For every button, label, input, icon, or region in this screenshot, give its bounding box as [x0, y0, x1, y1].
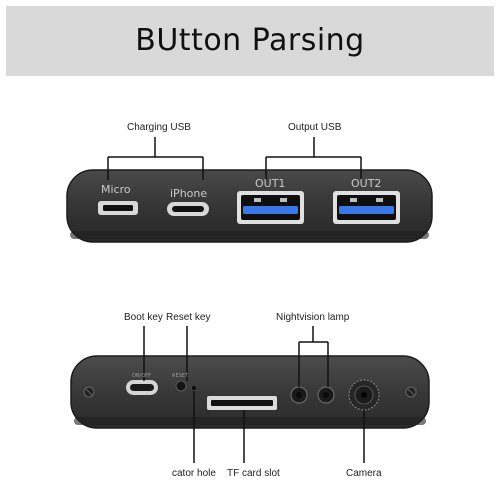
- reset-key-label: Reset key: [166, 312, 211, 323]
- camera-lens: [348, 379, 380, 411]
- output-usb-bracket: [265, 137, 362, 180]
- indicator-hole-label: cator hole: [172, 468, 216, 479]
- micro-usb-port: [98, 201, 138, 215]
- top-device-edge: [70, 231, 429, 239]
- left-screw: [83, 386, 95, 398]
- lightning-port: [167, 202, 209, 216]
- usb-out1-port: [237, 191, 304, 224]
- reset-silk-label: RESET: [172, 373, 189, 379]
- micro-port-label: Micro: [101, 183, 131, 196]
- boot-key-label: Boot key: [124, 312, 163, 323]
- bottom-device-edge: [74, 417, 426, 425]
- right-screw: [405, 386, 417, 398]
- camera-label: Camera: [346, 468, 382, 479]
- out1-port-label: OUT1: [255, 177, 286, 190]
- reset-key: [175, 380, 187, 392]
- boot-key: [126, 380, 158, 395]
- page-title: BUtton Parsing: [135, 23, 365, 58]
- nightvision-lamp-right: [317, 386, 335, 404]
- charging-usb-label: Charging USB: [127, 122, 191, 133]
- usb-out2-port: [333, 191, 400, 224]
- tf-card-slot-label: TF card slot: [227, 468, 280, 479]
- on-off-silk-label: ON/OFF: [132, 373, 152, 379]
- charging-usb-bracket: [107, 137, 204, 180]
- title-banner: BUtton Parsing: [6, 6, 494, 76]
- bottom-device-body: [70, 355, 430, 429]
- nightvision-lamp-label: Nightvision lamp: [276, 312, 350, 323]
- leader-lines: [143, 326, 365, 463]
- tf-card-slot: [207, 396, 277, 410]
- nightvision-lamp-left: [290, 386, 308, 404]
- output-usb-label: Output USB: [288, 122, 342, 133]
- out2-port-label: OUT2: [351, 177, 382, 190]
- indicator-hole: [191, 385, 197, 391]
- iphone-port-label: iPhone: [170, 187, 208, 200]
